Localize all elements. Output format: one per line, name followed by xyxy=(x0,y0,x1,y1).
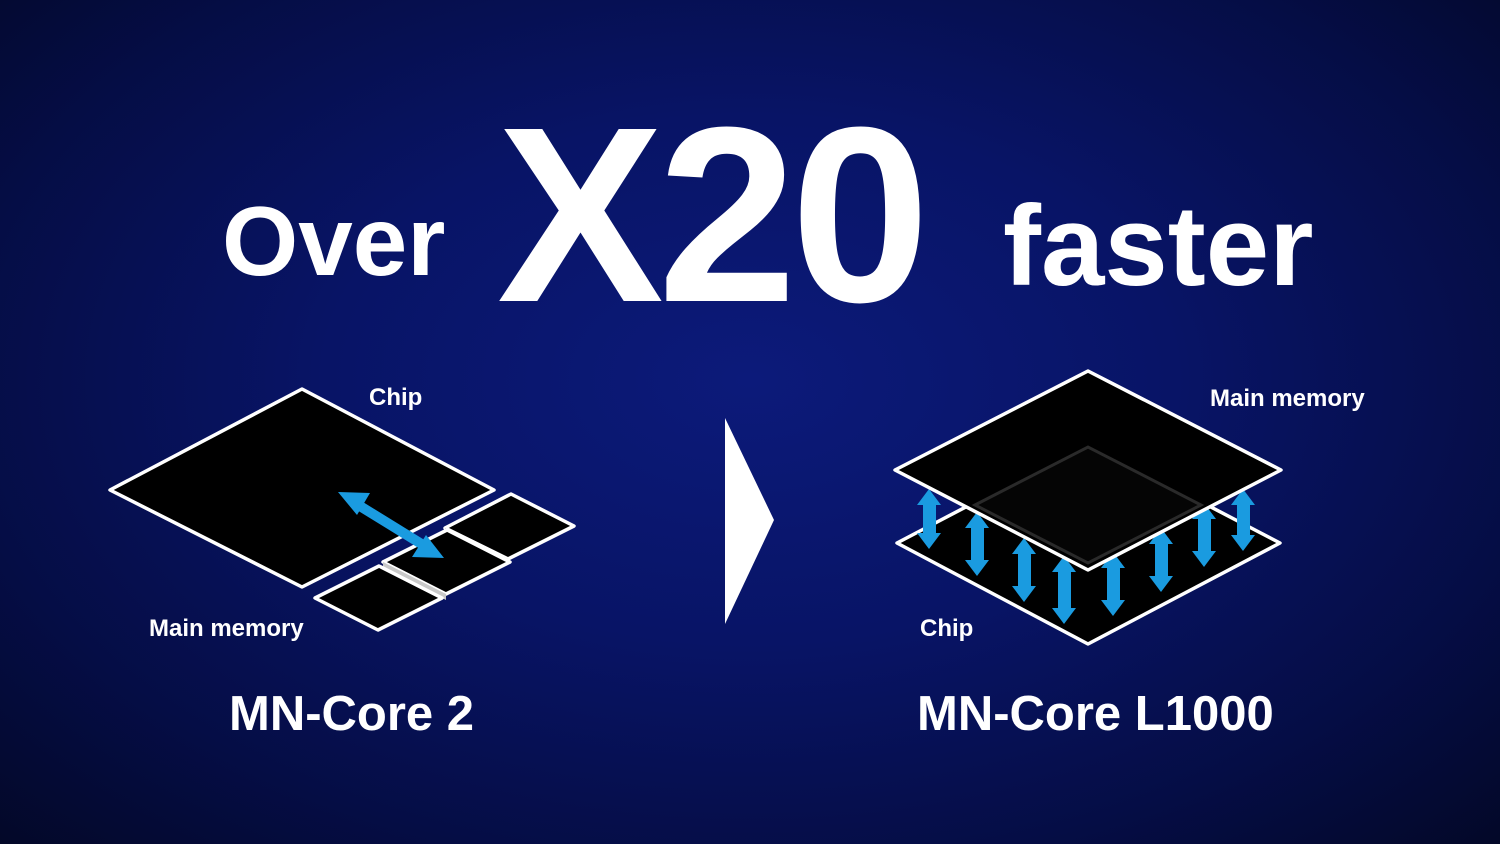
right-diagram xyxy=(893,369,1283,646)
headline-suffix: faster xyxy=(1003,183,1314,310)
left-chip-plate xyxy=(108,387,496,589)
right-chip-label: Chip xyxy=(920,615,974,642)
left-product-name: MN-Core 2 xyxy=(229,687,475,741)
left-memory-module-3 xyxy=(313,564,444,632)
right-memory-label: Main memory xyxy=(1210,385,1365,412)
headline-prefix: Over xyxy=(222,186,446,296)
next-arrow-icon xyxy=(725,418,774,624)
left-memory-label: Main memory xyxy=(149,615,304,642)
arrow-icon xyxy=(1231,489,1255,551)
headline-multiplier: X20 xyxy=(497,75,930,354)
left-diagram xyxy=(108,387,576,632)
arrow-icon xyxy=(1012,538,1036,602)
left-chip-label: Chip xyxy=(369,384,423,411)
left-transfer-arrow-icon xyxy=(338,492,444,558)
right-vertical-arrows xyxy=(917,489,1255,624)
arrow-icon xyxy=(1052,556,1076,624)
right-memory-inner-shade xyxy=(971,445,1205,565)
arrow-icon xyxy=(1149,528,1173,592)
arrow-icon xyxy=(965,512,989,576)
arrow-icon xyxy=(1101,552,1125,616)
right-product-name: MN-Core L1000 xyxy=(917,687,1274,741)
headline: Over X20 faster xyxy=(0,0,1500,340)
arrow-icon xyxy=(917,489,941,549)
